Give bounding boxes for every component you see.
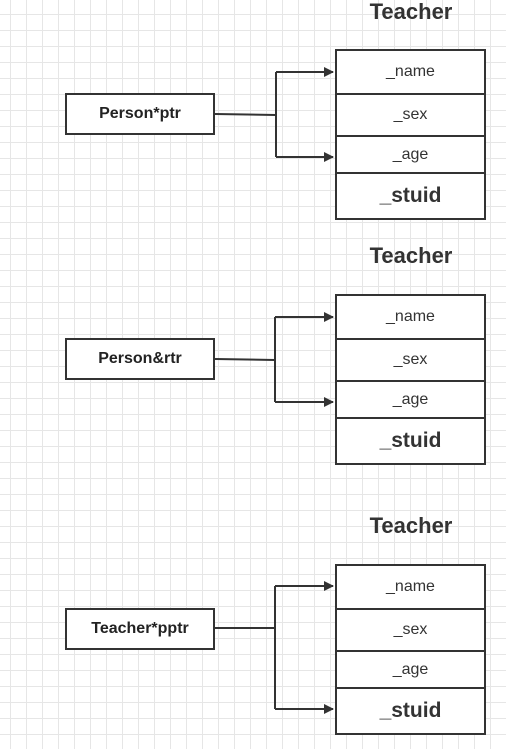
field-name: _name bbox=[386, 578, 435, 595]
pointer-box: Person&rtr bbox=[65, 338, 215, 380]
object-title: Teacher bbox=[369, 513, 453, 538]
field-stuid: _stuid bbox=[337, 172, 484, 218]
pointer-box: Person*ptr bbox=[65, 93, 215, 135]
field-age: _age bbox=[337, 650, 484, 687]
field-stuid: _stuid bbox=[337, 417, 484, 463]
field-age: _age bbox=[337, 135, 484, 172]
field-sex: _sex bbox=[337, 608, 484, 650]
reference-connector bbox=[214, 312, 334, 407]
pointer-connector bbox=[214, 67, 334, 162]
pointer-box: Teacher*pptr bbox=[65, 608, 215, 650]
teacher-object: _name _sex _age _stuid bbox=[335, 564, 486, 735]
field-sex: _sex bbox=[337, 338, 484, 380]
teacher-object: _name _sex _age _stuid bbox=[335, 49, 486, 220]
field-age: _age bbox=[337, 380, 484, 417]
field-stuid: _stuid bbox=[337, 687, 484, 733]
object-title: Teacher bbox=[369, 243, 453, 268]
teacher-object: _name _sex _age _stuid bbox=[335, 294, 486, 465]
derived-pointer-connector bbox=[215, 581, 334, 714]
field-sex: _sex bbox=[337, 93, 484, 135]
connector-stem bbox=[214, 113, 277, 116]
field-name: _name bbox=[386, 63, 435, 80]
object-title: Teacher bbox=[369, 0, 453, 24]
field-name: _name bbox=[386, 308, 435, 325]
connector-stem bbox=[214, 358, 276, 361]
